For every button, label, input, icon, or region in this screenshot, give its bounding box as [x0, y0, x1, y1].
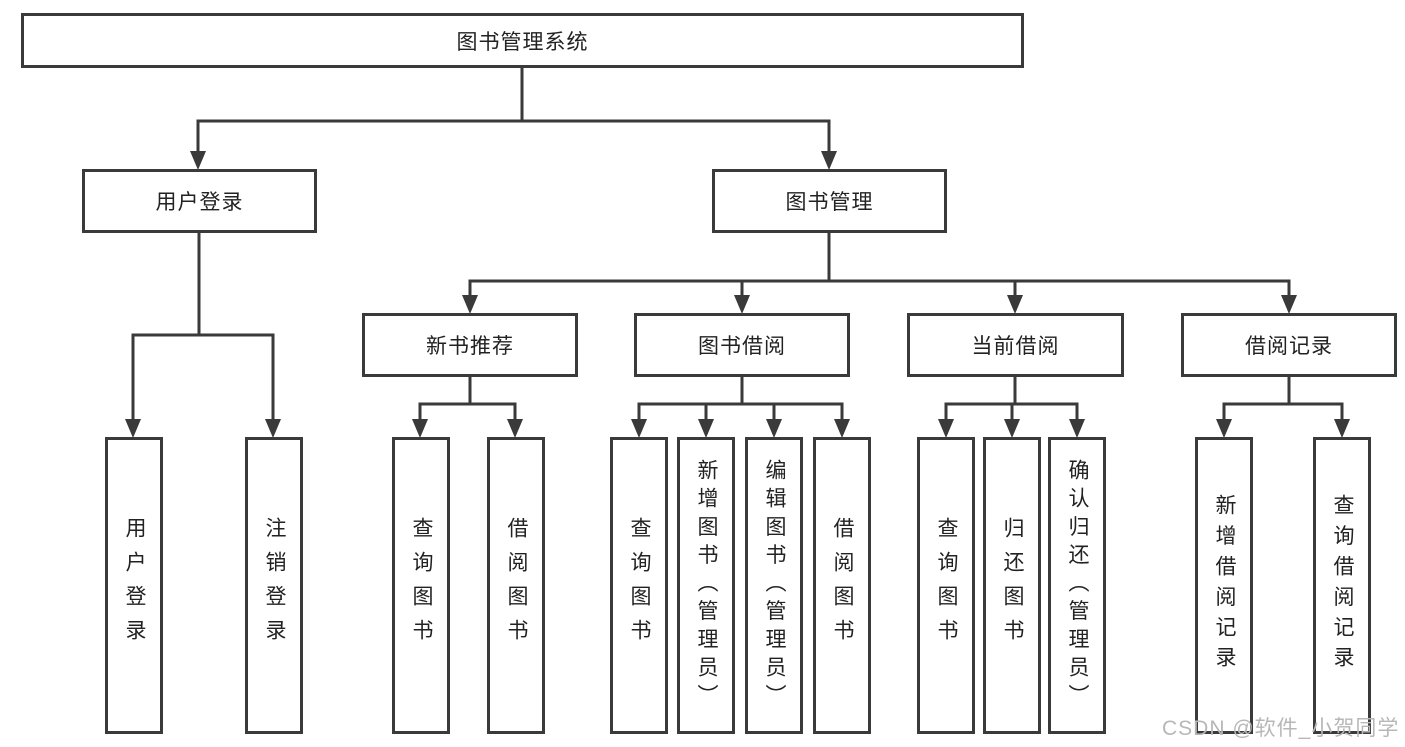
arrowhead-icon [1281, 295, 1297, 314]
leaf-borrowing-query: 查询图书 [610, 437, 668, 734]
node-label: 查询图书 [410, 517, 433, 654]
node-label: 查询图书 [628, 517, 651, 654]
leaf-newbooks-borrow: 借阅图书 [487, 437, 545, 734]
node-label: 用户登录 [123, 517, 146, 654]
leaf-current-query: 查询图书 [917, 437, 975, 734]
leaf-current-return: 归还图书 [983, 437, 1041, 734]
leaf-logout: 注销登录 [245, 437, 303, 734]
arrowhead-icon [734, 295, 750, 314]
node-label: 用户登录 [155, 191, 244, 214]
arrowhead-icon [462, 295, 478, 314]
node-label: 图书管理 [785, 191, 874, 214]
node-label: 查询图书 [935, 517, 958, 654]
leaf-borrowing-add-admin: 新增图书（管理员） [677, 437, 735, 734]
arrowhead-icon [412, 419, 428, 438]
arrowhead-icon [821, 151, 837, 170]
arrowhead-icon [125, 419, 141, 438]
node-label: 编辑图书（管理员） [763, 458, 786, 713]
node-label: 确认归还（管理员） [1066, 458, 1089, 713]
connector-root-to-level2 [190, 66, 837, 170]
leaf-newbooks-query: 查询图书 [392, 437, 450, 734]
arrowhead-icon [1069, 419, 1085, 438]
arrowhead-icon [938, 419, 954, 438]
node-book-borrowing: 图书借阅 [634, 313, 850, 377]
arrowhead-icon [1334, 419, 1350, 438]
node-label: 当前借阅 [971, 335, 1060, 358]
node-label: 借阅记录 [1245, 335, 1333, 358]
connector-login-to-leaves [125, 231, 281, 438]
arrowhead-icon [507, 419, 523, 438]
arrowhead-icon [190, 151, 206, 170]
node-current-borrowing: 当前借阅 [907, 313, 1124, 377]
arrowhead-icon [698, 419, 714, 438]
node-label: 新书推荐 [426, 335, 514, 358]
node-new-book-recommend: 新书推荐 [362, 313, 578, 377]
node-borrowing-records: 借阅记录 [1181, 313, 1397, 377]
connector-mgmt-to-level3 [462, 231, 1297, 314]
csdn-watermark: CSDN @软件_小贺同学 [1162, 717, 1400, 740]
arrowhead-icon [265, 419, 281, 438]
arrowhead-icon [766, 419, 782, 438]
node-label: 图书管理系统 [456, 30, 589, 54]
arrowhead-icon [834, 419, 850, 438]
leaf-records-query: 查询借阅记录 [1313, 437, 1371, 734]
node-label: 新增借阅记录 [1213, 494, 1236, 677]
node-label: 借阅图书 [831, 517, 854, 654]
leaf-records-add: 新增借阅记录 [1195, 437, 1253, 734]
node-label: 图书借阅 [698, 335, 786, 358]
arrowhead-icon [1216, 419, 1232, 438]
node-label: 归还图书 [1001, 517, 1024, 654]
arrowhead-icon [1007, 295, 1023, 314]
node-label: 查询借阅记录 [1331, 494, 1354, 677]
leaf-current-confirm-admin: 确认归还（管理员） [1048, 437, 1106, 734]
connector-level3-to-leaves [412, 375, 1350, 438]
node-user-login: 用户登录 [82, 169, 317, 233]
arrowhead-icon [631, 419, 647, 438]
leaf-user-login: 用户登录 [105, 437, 163, 734]
arrowhead-icon [1004, 419, 1020, 438]
leaf-borrowing-edit-admin: 编辑图书（管理员） [745, 437, 803, 734]
node-label: 借阅图书 [505, 517, 528, 654]
node-label: 新增图书（管理员） [695, 458, 718, 713]
node-label: 注销登录 [263, 517, 286, 654]
node-book-management: 图书管理 [712, 169, 947, 233]
leaf-borrowing-borrow: 借阅图书 [813, 437, 871, 734]
node-root-system: 图书管理系统 [21, 13, 1024, 68]
